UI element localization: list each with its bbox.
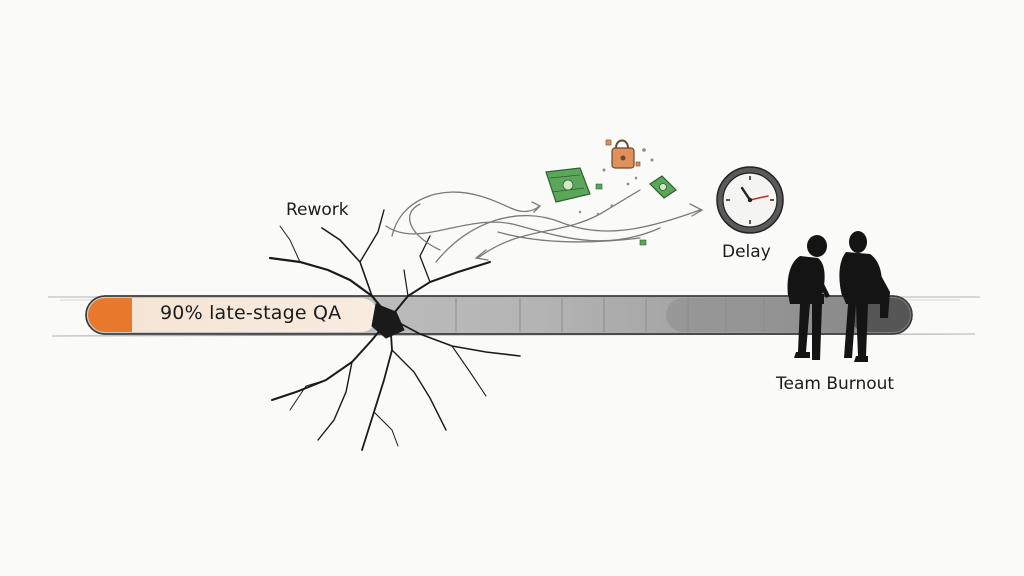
progress-fill-edge [112,298,132,332]
arrow-icon [385,189,704,263]
debris [578,148,654,216]
progress-bar [85,295,913,335]
crack-icon [268,209,521,451]
progress-label: 90% late-stage QA [160,302,342,324]
exhausted-people-icon [787,231,890,362]
team-burnout-label: Team Burnout [776,374,895,394]
delay-label: Delay [722,242,771,262]
progress-outline [85,295,913,335]
padlock-icon [605,139,641,169]
clock-icon [716,166,784,234]
progress-label-area [88,298,378,332]
rework-label: Rework [286,200,349,220]
money-icon [545,167,677,246]
